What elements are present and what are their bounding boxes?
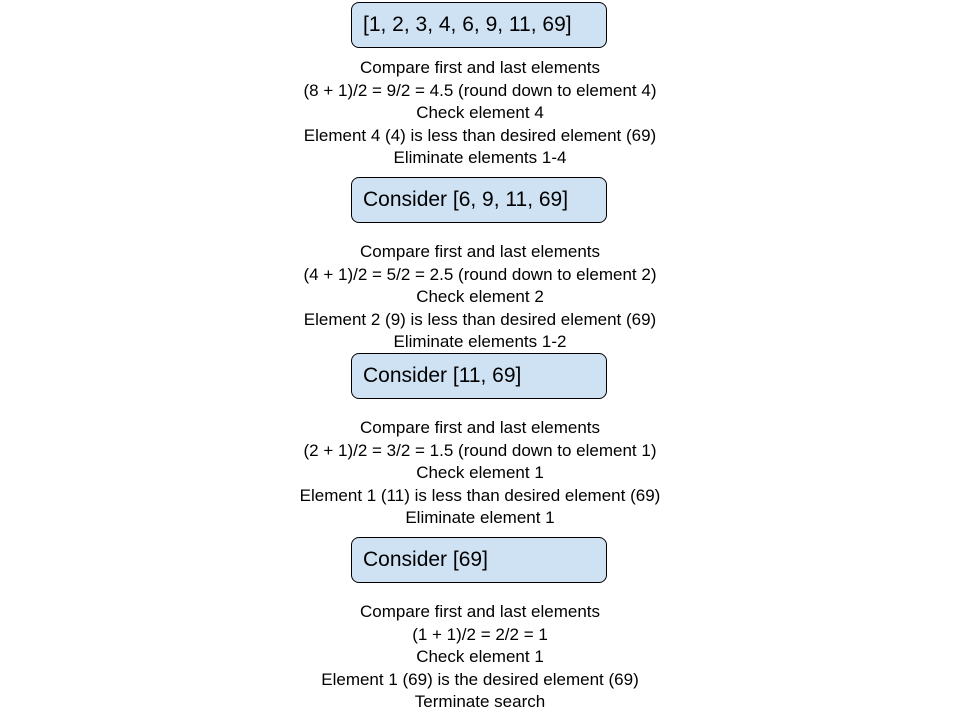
array-box-step-3: Consider [11, 69] bbox=[351, 353, 607, 399]
note-line: Terminate search bbox=[414, 692, 546, 711]
note-line: Element 1 (69) is the desired element (6… bbox=[321, 669, 639, 689]
note-line: Check element 1 bbox=[416, 463, 544, 482]
array-box-label: Consider [11, 69] bbox=[363, 364, 522, 387]
array-box-step-4: Consider [69] bbox=[351, 537, 607, 583]
array-box-label: Consider [69] bbox=[363, 548, 488, 571]
note-line: (4 + 1)/2 = 5/2 = 2.5 (round down to ele… bbox=[303, 264, 657, 284]
note-line: Element 2 (9) is less than desired eleme… bbox=[303, 309, 657, 329]
note-line: Eliminate elements 1-4 bbox=[393, 148, 567, 167]
note-line: Eliminate elements 1-2 bbox=[393, 332, 567, 351]
array-box-label: [1, 2, 3, 4, 6, 9, 11, 69] bbox=[363, 13, 572, 36]
note-line: Check element 2 bbox=[416, 287, 544, 306]
note-line: (1 + 1)/2 = 2/2 = 1 bbox=[412, 624, 548, 644]
array-box-initial: [1, 2, 3, 4, 6, 9, 11, 69] bbox=[351, 2, 607, 48]
note-line: Check element 1 bbox=[416, 647, 544, 666]
note-line: Eliminate element 1 bbox=[405, 508, 555, 527]
note-line: (8 + 1)/2 = 9/2 = 4.5 (round down to ele… bbox=[303, 80, 657, 100]
step-notes-3: Compare first and last elements (2 + 1)/… bbox=[0, 417, 960, 530]
note-line: Element 4 (4) is less than desired eleme… bbox=[303, 125, 657, 145]
array-box-step-2: Consider [6, 9, 11, 69] bbox=[351, 177, 607, 223]
note-line: Element 1 (11) is less than desired elem… bbox=[299, 485, 661, 505]
note-line: Compare first and last elements bbox=[360, 242, 600, 261]
step-notes-2: Compare first and last elements (4 + 1)/… bbox=[0, 241, 960, 354]
note-line: (2 + 1)/2 = 3/2 = 1.5 (round down to ele… bbox=[303, 440, 657, 460]
step-notes-4: Compare first and last elements (1 + 1)/… bbox=[0, 601, 960, 714]
note-line: Compare first and last elements bbox=[360, 602, 600, 621]
note-line: Check element 4 bbox=[416, 103, 544, 122]
note-line: Compare first and last elements bbox=[360, 58, 600, 77]
note-line: Compare first and last elements bbox=[360, 418, 600, 437]
step-notes-1: Compare first and last elements (8 + 1)/… bbox=[0, 57, 960, 170]
array-box-label: Consider [6, 9, 11, 69] bbox=[363, 188, 569, 211]
